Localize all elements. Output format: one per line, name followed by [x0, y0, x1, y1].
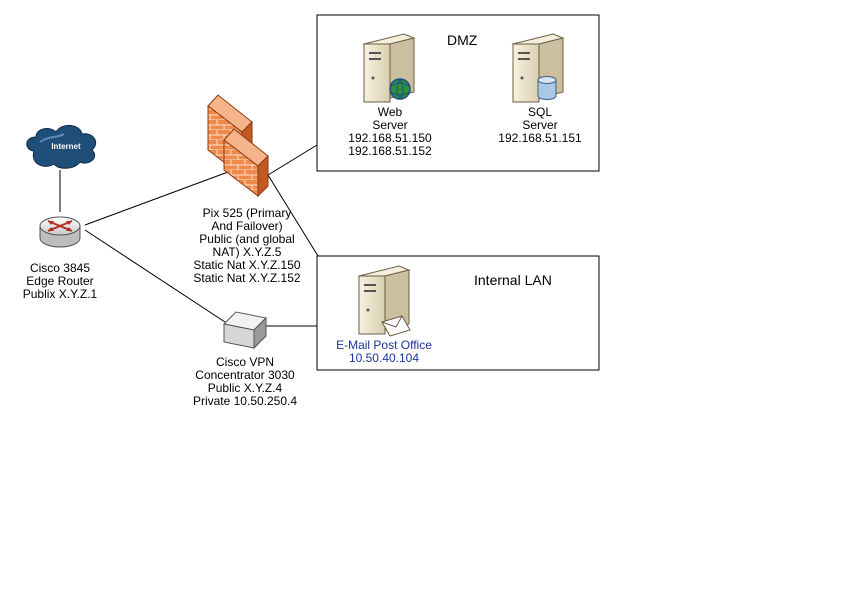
database-server-icon — [511, 33, 565, 103]
connections — [59, 144, 319, 327]
internal-lan-title: Internal LAN — [474, 272, 552, 288]
firewall-label-line: Pix 525 (Primary — [202, 206, 292, 220]
sql-server-label-line: Server — [522, 118, 558, 132]
firewall-label-line: NAT) X.Y.Z.5 — [212, 245, 282, 259]
vpn-concentrator-icon — [222, 311, 268, 350]
web-server-label: Web Server 192.168.51.150 192.168.51.152 — [340, 106, 440, 158]
web-server-label-line: 192.168.51.152 — [348, 144, 432, 158]
link-router-vpn — [84, 229, 229, 325]
vpn-label-line: Public X.Y.Z.4 — [207, 381, 283, 395]
web-server-label-line: 192.168.51.150 — [348, 131, 432, 145]
router-label-line: Cisco 3845 — [29, 261, 91, 275]
mail-server-label-line: 10.50.40.104 — [348, 351, 420, 365]
link-router-firewall — [84, 171, 229, 226]
mail-server-label-line: E-Mail Post Office — [336, 338, 432, 352]
vpn-label-line: Concentrator 3030 — [195, 368, 295, 382]
router-label: Cisco 3845 Edge Router Publix X.Y.Z.1 — [18, 262, 102, 301]
router-icon — [39, 216, 81, 248]
firewall-label-line: Public (and global — [199, 232, 295, 246]
router-label-line: Publix X.Y.Z.1 — [22, 287, 98, 301]
web-server-label-line: Web — [377, 105, 403, 119]
firewall-label-line: And Failover) — [211, 219, 283, 233]
web-server-icon — [362, 33, 416, 103]
firewall-icon — [207, 94, 269, 198]
sql-server-label-line: 192.168.51.151 — [498, 131, 582, 145]
web-server-label-line: Server — [372, 118, 408, 132]
firewall-label: Pix 525 (Primary And Failover) Public (a… — [182, 207, 312, 285]
dmz-title: DMZ — [447, 32, 478, 48]
link-firewall-dmz — [267, 144, 318, 176]
mail-server-icon — [357, 265, 411, 337]
sql-server-label: SQL Server 192.168.51.151 — [490, 106, 590, 145]
firewall-label-line: Static Nat X.Y.Z.152 — [193, 271, 301, 285]
dmz-zone — [316, 14, 600, 172]
link-firewall-lan — [267, 174, 319, 257]
vpn-label: Cisco VPN Concentrator 3030 Public X.Y.Z… — [185, 356, 305, 408]
firewall-label-line: Static Nat X.Y.Z.150 — [193, 258, 301, 272]
cloud-icon — [26, 125, 97, 169]
router-label-line: Edge Router — [26, 274, 94, 288]
internal-lan-zone — [316, 255, 600, 371]
vpn-label-line: Private 10.50.250.4 — [192, 394, 298, 408]
vpn-label-line: Cisco VPN — [215, 355, 274, 369]
sql-server-label-line: SQL — [527, 105, 552, 119]
internet-label: Internet — [51, 142, 81, 151]
mail-server-label: E-Mail Post Office 10.50.40.104 — [329, 339, 439, 365]
